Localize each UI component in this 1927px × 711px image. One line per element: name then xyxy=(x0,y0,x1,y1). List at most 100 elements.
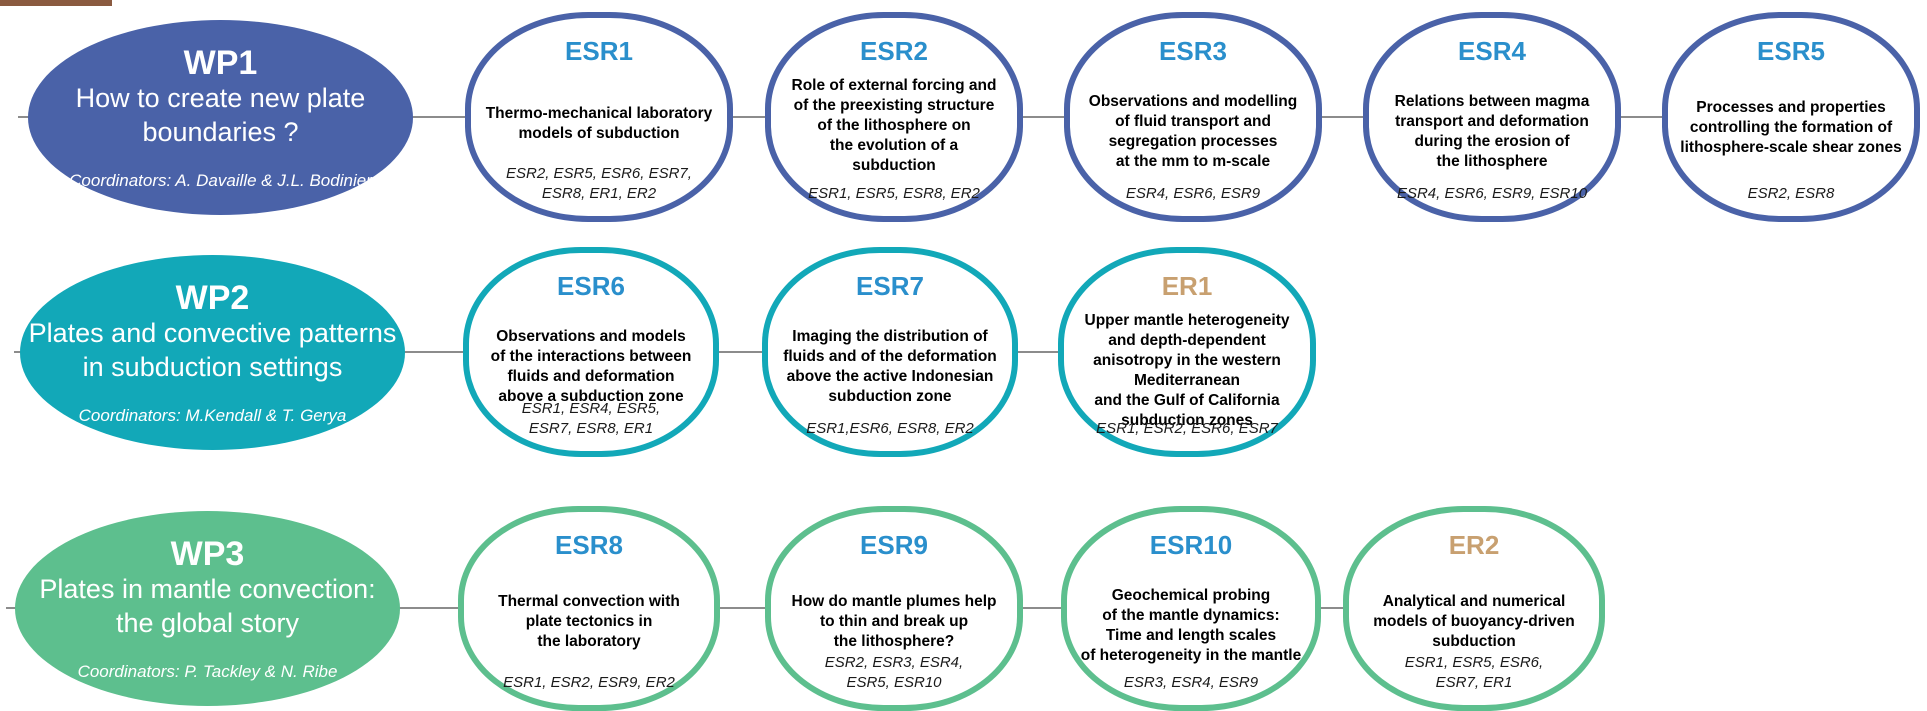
work-package-subtitle: in subduction settings xyxy=(82,351,343,382)
description-line: anisotropy in the western xyxy=(1093,352,1281,369)
description-line: segregation processes xyxy=(1108,133,1278,150)
project-node-related: ESR1, ESR2, ESR9, ER2 xyxy=(474,673,704,693)
project-node-title: ESR5 xyxy=(1757,36,1825,66)
project-node-related: ESR4, ESR6, ESR9, ESR10 xyxy=(1379,184,1605,204)
project-node-related: ESR1, ESR5, ESR6,ESR7, ER1 xyxy=(1359,653,1589,693)
description-line: of the mantle dynamics: xyxy=(1102,606,1280,624)
description-line: fluids and of the deformation xyxy=(783,348,997,365)
description-line: Mediterranean xyxy=(1134,372,1240,389)
related-line: ESR2, ESR3, ESR4, xyxy=(824,653,964,671)
related-line: ESR4, ESR6, ESR9 xyxy=(1125,185,1261,202)
project-node-title: ESR4 xyxy=(1458,36,1526,66)
work-package-title: WP1 xyxy=(183,43,258,82)
project-node-description: Upper mantle heterogeneity and depth-depe… xyxy=(1070,311,1304,431)
related-line: ESR3, ESR4, ESR9 xyxy=(1123,673,1259,691)
related-line: ESR1, ESR2, ESR9, ER2 xyxy=(503,673,675,691)
description-line: fluids and deformation xyxy=(507,368,675,385)
work-package-subtitle: the global story xyxy=(115,607,300,638)
description-line: models of buoyancy-driven xyxy=(1373,612,1575,630)
project-node-title: ESR7 xyxy=(856,271,924,301)
project-node-related: ESR1, ESR2, ESR6, ESR7 xyxy=(1074,419,1300,439)
description-line: above a subduction zone xyxy=(498,388,684,405)
description-line: subduction zones xyxy=(1121,412,1253,429)
related-line: ESR5, ESR10 xyxy=(846,673,942,691)
related-line: ESR2, ESR8 xyxy=(1747,185,1835,202)
description-line: plate tectonics in xyxy=(525,612,653,630)
project-node-title: ESR2 xyxy=(860,36,928,66)
description-line: Imaging the distribution of xyxy=(792,328,988,345)
related-line: ESR4, ESR6, ESR9, ESR10 xyxy=(1396,185,1588,202)
description-line: Thermal convection with xyxy=(498,592,680,610)
project-node-title: ESR10 xyxy=(1149,529,1233,560)
description-line: Relations between magma xyxy=(1394,93,1590,110)
description-line: of heterogeneity in the mantle xyxy=(1080,646,1302,664)
description-line: Thermo-mechanical laboratory xyxy=(485,105,713,122)
project-node-related: ESR1,ESR6, ESR8, ER2 xyxy=(778,419,1002,439)
project-node-title: ESR3 xyxy=(1159,36,1227,66)
project-node-title: ER1 xyxy=(1161,271,1213,301)
work-package-subtitle: Plates in mantle convection: xyxy=(39,573,376,604)
project-node-title: ESR1 xyxy=(565,36,633,66)
description-line: Time and length scales xyxy=(1105,626,1277,644)
work-package-title: WP2 xyxy=(175,278,250,317)
description-line: of the lithosphere on xyxy=(817,117,971,134)
project-node-description: Observations and modelling of fluid trans… xyxy=(1076,92,1310,172)
description-line: subduction zone xyxy=(828,388,952,405)
description-line: Upper mantle heterogeneity xyxy=(1084,312,1290,329)
project-node-related: ESR2, ESR8 xyxy=(1678,184,1904,204)
description-line: subduction xyxy=(852,157,936,174)
related-line: ESR1, ESR2, ESR6, ESR7 xyxy=(1096,420,1278,437)
project-node-description: Thermal convection with plate tectonics i… xyxy=(470,592,708,652)
description-line: at the mm to m-scale xyxy=(1115,153,1271,170)
related-line: ESR1, ESR4, ESR5, xyxy=(521,400,661,417)
description-line: above the active Indonesian xyxy=(786,368,994,385)
work-package-coordinators: Coordinators: M.Kendall & T. Gerya xyxy=(78,405,347,425)
related-line: ESR1, ESR5, ESR8, ER2 xyxy=(808,185,980,202)
related-line: ESR1,ESR6, ESR8, ER2 xyxy=(806,420,974,437)
project-node-related: ESR4, ESR6, ESR9 xyxy=(1080,184,1306,204)
work-package-coordinators: Coordinators: A. Davaille & J.L. Bodinie… xyxy=(69,170,372,190)
description-line: and depth-dependent xyxy=(1108,332,1266,349)
description-line: subduction xyxy=(1432,632,1516,650)
description-line: Processes and properties xyxy=(1696,99,1886,116)
description-line: of the preexisting structure xyxy=(793,97,995,114)
description-line: Observations and modelling xyxy=(1088,93,1298,110)
project-node-description: Geochemical probing of the mantle dynamic… xyxy=(1073,586,1309,666)
project-node-related: ESR3, ESR4, ESR9 xyxy=(1077,673,1305,693)
related-line: ESR2, ESR5, ESR6, ESR7, xyxy=(506,165,692,182)
related-line: ESR1, ESR5, ESR6, xyxy=(1404,653,1544,671)
related-line: ESR8, ER1, ER2 xyxy=(541,185,657,202)
description-line: of fluid transport and xyxy=(1115,113,1271,130)
logo-fragment xyxy=(0,0,112,6)
project-node-title: ESR8 xyxy=(555,529,623,560)
project-node-title: ESR6 xyxy=(557,271,625,301)
description-line: lithosphere-scale shear zones xyxy=(1680,139,1902,156)
project-node-description: Processes and properties controlling the … xyxy=(1674,98,1908,158)
related-line: ESR7, ESR8, ER1 xyxy=(528,420,654,437)
description-line: the laboratory xyxy=(537,632,641,650)
description-line: and the Gulf of California xyxy=(1094,392,1280,409)
description-line: controlling the formation of xyxy=(1689,119,1893,136)
work-package-subtitle: How to create new plate xyxy=(75,82,366,113)
description-line: Geochemical probing xyxy=(1111,586,1271,604)
